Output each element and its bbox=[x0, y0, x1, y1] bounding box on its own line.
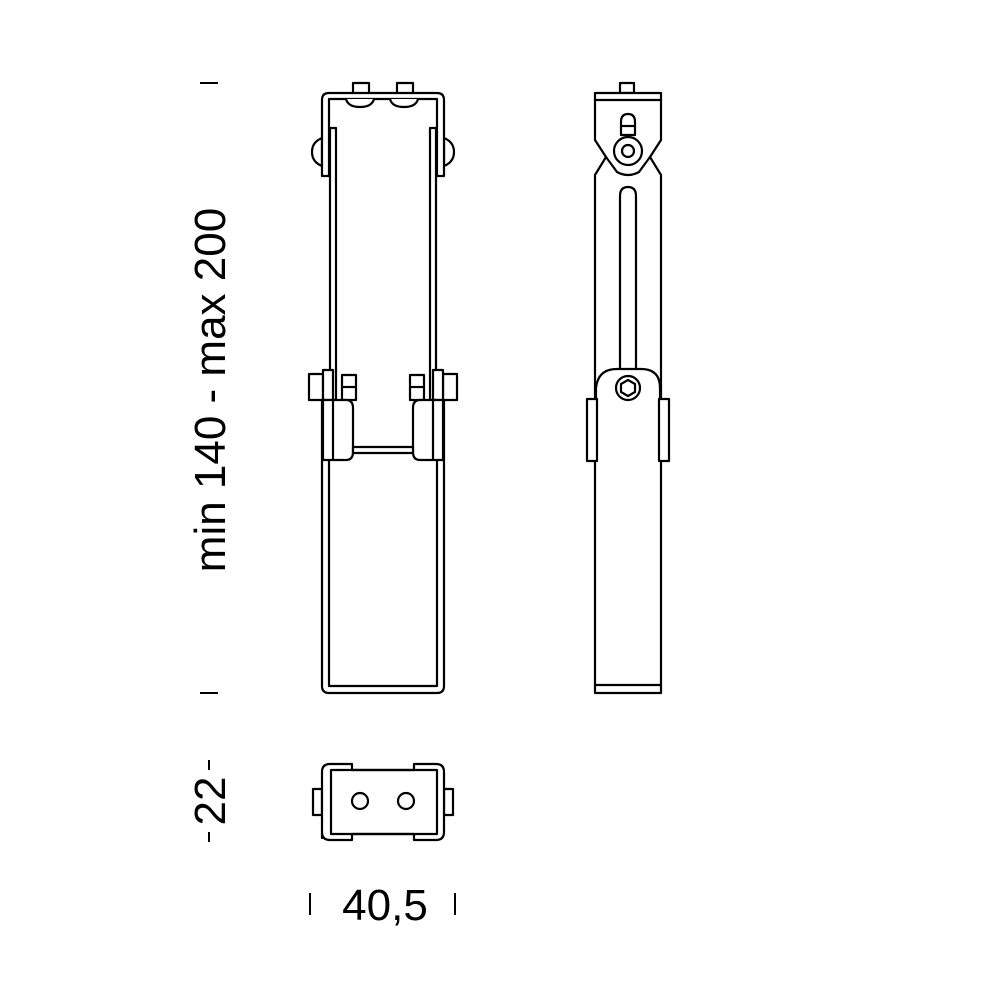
rivet-right bbox=[388, 98, 420, 109]
side-top-tab bbox=[618, 81, 636, 95]
inner-strip-left bbox=[328, 126, 338, 402]
adjustment-slot bbox=[618, 185, 638, 370]
bottom-plate bbox=[329, 768, 439, 836]
width-dimension: 40,5 bbox=[309, 881, 456, 930]
height-dimension: min 140 - max 200 bbox=[186, 82, 235, 694]
depth-label: 22 bbox=[186, 777, 235, 826]
hex-socket-icon bbox=[619, 378, 637, 398]
washer-left bbox=[321, 368, 335, 402]
bolt-head-right bbox=[441, 372, 459, 402]
side-knob-left bbox=[310, 136, 324, 168]
front-view bbox=[307, 81, 459, 695]
pivot-hole bbox=[620, 143, 636, 159]
mount-hole-left bbox=[350, 791, 370, 811]
hex-bolt bbox=[614, 374, 642, 402]
side-clip-left bbox=[585, 397, 599, 463]
bottom-frame bbox=[320, 762, 446, 842]
rivet-left bbox=[344, 98, 376, 109]
bottom-view bbox=[311, 762, 455, 842]
clamp-block-right bbox=[411, 398, 445, 462]
bolt-head-left bbox=[307, 372, 325, 402]
depth-dimension: 22 bbox=[186, 760, 235, 842]
lower-bracket bbox=[320, 400, 446, 695]
side-clip-right bbox=[657, 397, 671, 463]
width-label: 40,5 bbox=[342, 881, 428, 930]
upper-bracket bbox=[320, 91, 446, 178]
clamp-block-left bbox=[321, 398, 355, 462]
height-label: min 140 - max 200 bbox=[186, 208, 235, 572]
washer-right bbox=[431, 368, 445, 402]
inner-strip-right bbox=[428, 126, 438, 402]
mount-hole-right bbox=[396, 791, 416, 811]
bottom-knob-left bbox=[311, 787, 324, 817]
side-view bbox=[585, 81, 671, 695]
side-pivot-slot bbox=[619, 112, 637, 137]
side-knob-right bbox=[442, 136, 456, 168]
bottom-knob-right bbox=[442, 787, 455, 817]
crossbar bbox=[351, 445, 415, 455]
lower-bracket-inner bbox=[327, 460, 439, 688]
